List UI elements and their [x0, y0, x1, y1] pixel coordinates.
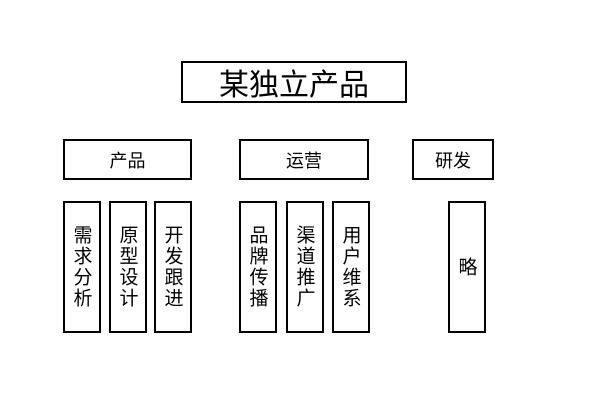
- diagram-title: 某独立产品: [181, 61, 407, 103]
- item-user-retention: 用户维系: [332, 201, 370, 333]
- category-product: 产品: [63, 139, 192, 180]
- item-channel-promotion: 渠道推广: [286, 201, 324, 333]
- item-requirements-analysis: 需求分析: [63, 201, 101, 333]
- item-brand-communication: 品牌传播: [239, 201, 277, 333]
- item-rd-omitted: 略: [448, 201, 486, 333]
- item-prototype-design: 原型设计: [109, 201, 147, 333]
- category-operations: 运营: [239, 139, 369, 180]
- category-rd: 研发: [412, 139, 494, 180]
- item-development-followup: 开发跟进: [154, 201, 192, 333]
